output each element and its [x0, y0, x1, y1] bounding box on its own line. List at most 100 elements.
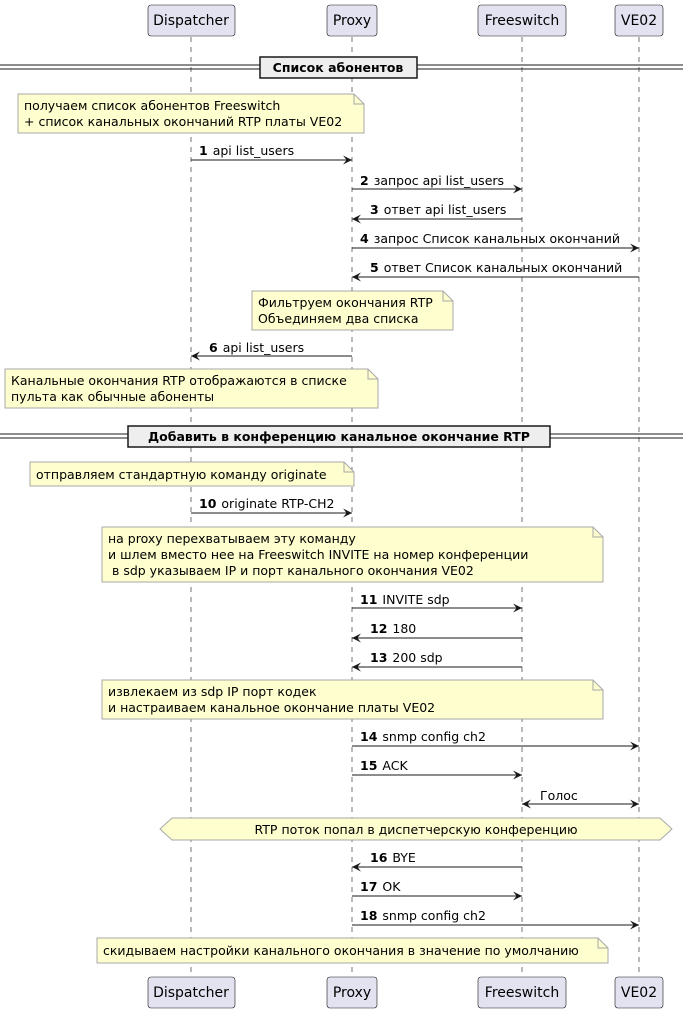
note-line: Объединяем два списка [258, 311, 419, 326]
participant-dispatcher-top: Dispatcher [147, 4, 236, 37]
note-filter-endpoints: Фильтруем окончания RTP Объединяем два с… [251, 290, 454, 331]
note-reset-settings: скидываем настройки канального окончания… [96, 937, 609, 964]
message-number: 14 [360, 729, 378, 744]
message-number: 10 [199, 496, 217, 511]
divider-subscriber-list: Список абонентов [0, 56, 683, 79]
message-label: api list_users [213, 143, 294, 158]
message-label: ответ api list_users [384, 202, 507, 217]
message-number: 15 [360, 758, 377, 773]
participant-label: Dispatcher [153, 13, 229, 29]
participant-label: Freeswitch [485, 13, 559, 29]
message-11: 11 INVITE sdp [352, 592, 522, 613]
participant-label: Freeswitch [485, 985, 559, 1001]
note-line: скидываем настройки канального окончания… [103, 943, 579, 958]
message-label: api list_users [223, 340, 304, 355]
message-label: INVITE sdp [382, 592, 449, 607]
message-label: запрос Список канальных окончаний [374, 231, 620, 246]
message-label: запрос api list_users [374, 173, 504, 188]
message-number: 2 [360, 173, 369, 188]
message-number: 11 [360, 592, 377, 607]
note-line: и шлем вместо нее на Freeswitch INVITE н… [108, 547, 528, 562]
message-15: 15 ACK [352, 758, 522, 780]
participant-ve02-bottom: VE02 [614, 976, 664, 1009]
message-label: 180 [392, 621, 416, 636]
message-label: Голос [540, 788, 578, 803]
message-14: 14 snmp config ch2 [352, 729, 639, 751]
note-line: Канальные окончания RTP отображаются в с… [11, 373, 347, 388]
message-4: 4 запрос Список канальных окончаний [352, 231, 639, 253]
note-extract-sdp: извлекаем из sdp IP порт кодек и настраи… [101, 679, 604, 720]
message-5: 5 ответ Список канальных окончаний [352, 260, 639, 282]
note-line: получаем список абонентов Freeswitch [24, 98, 280, 113]
message-voice: Голос [522, 788, 639, 809]
participant-label: Dispatcher [153, 985, 229, 1001]
message-label: originate RTP-CH2 [221, 496, 334, 511]
message-number: 6 [209, 340, 218, 355]
note-rtp-in-conference: RTP поток попал в диспетчерскую конферен… [159, 817, 673, 841]
note-endpoints-displayed: Канальные окончания RTP отображаются в с… [4, 368, 379, 409]
message-number: 4 [360, 231, 369, 246]
message-number: 17 [360, 879, 377, 894]
participant-label: Proxy [333, 985, 371, 1001]
message-number: 5 [370, 260, 379, 275]
participant-dispatcher-bottom: Dispatcher [147, 976, 236, 1009]
note-line: в sdp указываем IP и порт канального око… [108, 563, 474, 578]
participant-proxy-bottom: Proxy [326, 976, 378, 1009]
message-label: snmp config ch2 [382, 908, 486, 923]
message-label: ACK [382, 758, 408, 773]
message-6: 6 api list_users [191, 340, 352, 361]
message-number: 3 [370, 202, 379, 217]
note-get-subscribers: получаем список абонентов Freeswitch + с… [17, 93, 365, 134]
note-line: пульта как обычные абоненты [11, 389, 214, 404]
message-number: 12 [370, 621, 387, 636]
message-number: 16 [370, 850, 388, 865]
participant-label: VE02 [621, 13, 657, 29]
participant-freeswitch-bottom: Freeswitch [477, 976, 567, 1009]
message-1: 1 api list_users [191, 143, 352, 165]
participant-ve02-top: VE02 [614, 4, 664, 37]
note-line: Фильтруем окончания RTP [258, 295, 433, 310]
message-17: 17 OK [352, 879, 522, 901]
participant-freeswitch-top: Freeswitch [477, 4, 567, 37]
message-10: 10 originate RTP-CH2 [191, 496, 352, 518]
note-line: на proxy перехватываем эту команду [108, 531, 356, 546]
note-line: и настраиваем канальное окончание платы … [108, 700, 435, 715]
message-number: 1 [199, 143, 208, 158]
message-2: 2 запрос api list_users [352, 173, 522, 194]
message-label: OK [382, 879, 401, 894]
note-line: отправляем стандартную команду originate [36, 467, 327, 482]
participant-label: Proxy [333, 13, 371, 29]
message-number: 18 [360, 908, 377, 923]
note-intercept-command: на proxy перехватываем эту команду и шле… [101, 526, 604, 583]
divider-label: Список абонентов [273, 60, 404, 75]
divider-label: Добавить в конференцию канальное окончан… [148, 429, 530, 444]
note-line: + список канальных окончаний RTP платы V… [24, 114, 342, 129]
message-label: ответ Список канальных окончаний [384, 260, 623, 275]
message-label: 200 sdp [392, 650, 442, 665]
message-3: 3 ответ api list_users [352, 202, 522, 224]
message-12: 12 180 [352, 621, 522, 643]
message-label: snmp config ch2 [382, 729, 486, 744]
note-send-originate: отправляем стандартную команду originate [29, 461, 355, 487]
participant-label: VE02 [621, 985, 657, 1001]
note-line: RTP поток попал в диспетчерскую конферен… [255, 822, 578, 837]
message-18: 18 snmp config ch2 [352, 908, 639, 930]
note-line: извлекаем из sdp IP порт кодек [108, 684, 317, 699]
